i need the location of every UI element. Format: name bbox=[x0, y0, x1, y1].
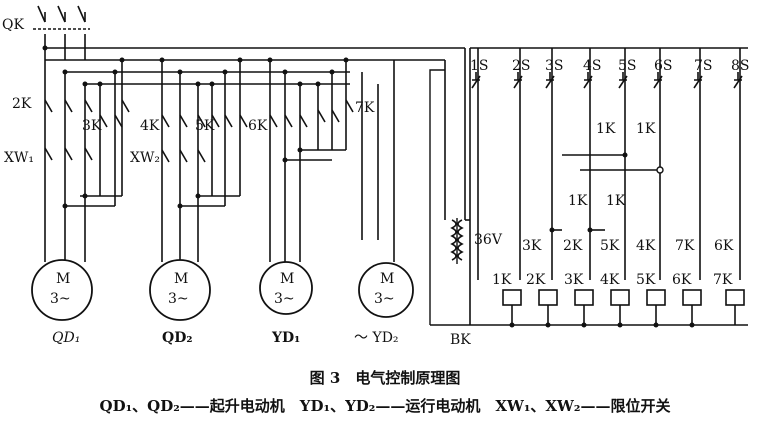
row-contact-5k: 5K bbox=[600, 238, 620, 254]
motor-4-phase: 3~ bbox=[374, 291, 395, 307]
coil-3k-label: 3K bbox=[564, 272, 584, 288]
button-5s: 5S bbox=[618, 58, 637, 74]
circuit-diagram: QK 2K 3K 4K 5K 6K 7K XW₁ XW₂ M 3~ M 3~ M… bbox=[2, 5, 750, 348]
switch-label: QK bbox=[2, 17, 24, 33]
contactor-label-5k: 5K bbox=[195, 118, 215, 134]
contactor-label-6k: 6K bbox=[248, 118, 268, 134]
row-contact-3k: 3K bbox=[522, 238, 542, 254]
contactor-label-4k: 4K bbox=[140, 118, 160, 134]
figure-legend: QD₁、QD₂——起升电动机 YD₁、YD₂——运行电动机 XW₁、XW₂——限… bbox=[99, 397, 671, 415]
figure-title: 图 3 电气控制原理图 bbox=[309, 369, 461, 387]
button-4s: 4S bbox=[583, 58, 602, 74]
button-3s: 3S bbox=[545, 58, 564, 74]
contactor-label-2k: 2K bbox=[12, 96, 32, 112]
transformer-label: BK bbox=[450, 332, 471, 348]
limit-label-xw2: XW₂ bbox=[130, 150, 160, 166]
motor-3-phase: 3~ bbox=[274, 291, 295, 307]
motor-2-name: QD₂ bbox=[162, 330, 192, 346]
limit-label-xw1: XW₁ bbox=[4, 150, 34, 166]
motor-4-name: ～ YD₂ bbox=[354, 330, 399, 346]
open-junctions bbox=[656, 166, 664, 174]
interlock-1k-a: 1K bbox=[596, 121, 616, 137]
coil-2k-label: 2K bbox=[526, 272, 546, 288]
coil-7k-label: 7K bbox=[713, 272, 733, 288]
contactor-label-3k: 3K bbox=[82, 118, 102, 134]
interlock-1k-c: 1K bbox=[568, 193, 588, 209]
button-7s: 7S bbox=[694, 58, 713, 74]
row-contact-4k: 4K bbox=[636, 238, 656, 254]
button-6s: 6S bbox=[654, 58, 673, 74]
contacts bbox=[44, 99, 354, 163]
motor-1-name: QD₁ bbox=[52, 330, 80, 346]
motor-3-name: YD₁ bbox=[271, 330, 300, 346]
motor-2-phase: 3~ bbox=[168, 291, 189, 307]
motor-3-symbol: M bbox=[280, 271, 294, 287]
motor-1-symbol: M bbox=[56, 271, 70, 287]
row-contact-2k: 2K bbox=[563, 238, 583, 254]
junctions bbox=[42, 45, 695, 328]
button-2s: 2S bbox=[512, 58, 531, 74]
push-buttons bbox=[471, 72, 743, 89]
interlock-1k-b: 1K bbox=[636, 121, 656, 137]
row-contact-6k: 6K bbox=[714, 238, 734, 254]
transformer-voltage: 36V bbox=[474, 232, 503, 248]
motor-4-symbol: M bbox=[380, 271, 394, 287]
interlock-1k-d: 1K bbox=[606, 193, 626, 209]
row-contact-7k: 7K bbox=[675, 238, 695, 254]
relay-coils bbox=[502, 289, 745, 306]
coil-5k-label: 5K bbox=[636, 272, 656, 288]
button-8s: 8S bbox=[731, 58, 750, 74]
transformer-primary bbox=[450, 219, 457, 261]
motor-2-symbol: M bbox=[174, 271, 188, 287]
contactor-label-7k: 7K bbox=[355, 100, 375, 116]
bk-leader bbox=[429, 69, 445, 325]
coil-4k-label: 4K bbox=[600, 272, 620, 288]
button-1s: 1S bbox=[470, 58, 489, 74]
motor-circles bbox=[31, 259, 414, 321]
motor-1-phase: 3~ bbox=[50, 291, 71, 307]
transformer-secondary bbox=[457, 219, 464, 261]
coil-6k-label: 6K bbox=[672, 272, 692, 288]
coil-1k-label: 1K bbox=[492, 272, 512, 288]
wiring bbox=[33, 5, 748, 326]
